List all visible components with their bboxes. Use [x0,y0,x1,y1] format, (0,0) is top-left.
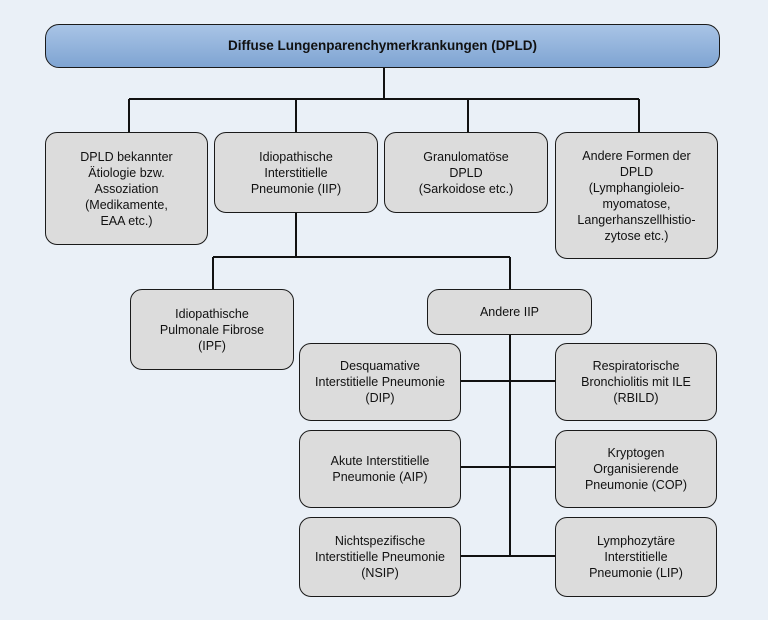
box-text-line: (IPF) [198,338,226,353]
box-text-line: (Lymphangioleio- [588,180,685,195]
box-text-line: Lymphozytäre [596,534,676,548]
box-text-line: Interstitielle [264,165,328,180]
box-dpld-root: Diffuse Lungenparenchymerkrankungen (DPL… [45,24,720,68]
box-text-line: Langerhanszellhistio- [577,212,696,227]
box-text-line: DPLD bekannter [80,149,173,164]
box-text: Andere IIP [480,304,539,320]
box-text-line: Pneumonie (AIP) [332,470,428,484]
box-text-line: Andere IIP [479,305,540,319]
box-text-line: Andere Formen der [582,148,691,163]
box-text-line: Respiratorische [592,359,680,373]
box-andere-iip: Andere IIP [427,289,592,335]
box-text-line: Diffuse Lungenparenchymerkrankungen (DPL… [227,38,538,53]
box-text-line: Kryptogen [607,446,665,460]
box-text-line: (Sarkoidose etc.) [418,181,514,196]
box-text-line: Ätiologie bzw. [88,165,165,180]
box-text-line: Pneumonie (COP) [584,478,688,492]
box-text-line: Akute Interstitielle [330,454,430,468]
box-text-line: (RBILD) [613,391,659,405]
box-text-line: Idiopathische [259,149,333,164]
box-text-line: Granulomatöse [423,149,509,164]
box-text-line: EAA etc.) [100,213,153,228]
box-text-line: Pneumonie (LIP) [589,566,683,580]
box-text-line: myomatose, [602,196,671,211]
box-text-line: (DIP) [365,391,395,405]
box-text-line: Pulmonale Fibrose [159,322,265,337]
box-text-line: Interstitielle [604,550,668,564]
box-text-line: Bronchiolitis mit ILE [581,375,691,389]
box-text: Diffuse Lungenparenchymerkrankungen (DPL… [228,38,537,54]
box-text-line: (Medikamente, [85,197,168,212]
box-text-line: DPLD [449,165,483,180]
box-text-line: zytose etc.) [604,228,669,243]
box-text-line: Interstitielle Pneumonie [315,375,445,389]
box-text-line: Desquamative [340,359,420,373]
box-text-line: Assoziation [94,181,159,196]
box-text-line: Interstitielle Pneumonie [315,550,445,564]
box-text-line: Idiopathische [175,306,249,321]
box-text-line: Pneumonie (IIP) [250,181,342,196]
box-text-line: (NSIP) [361,566,399,580]
box-text-line: DPLD [619,164,654,179]
box-text-line: Nichtspezifische [334,534,426,548]
box-text-line: Organisierende [593,462,679,476]
